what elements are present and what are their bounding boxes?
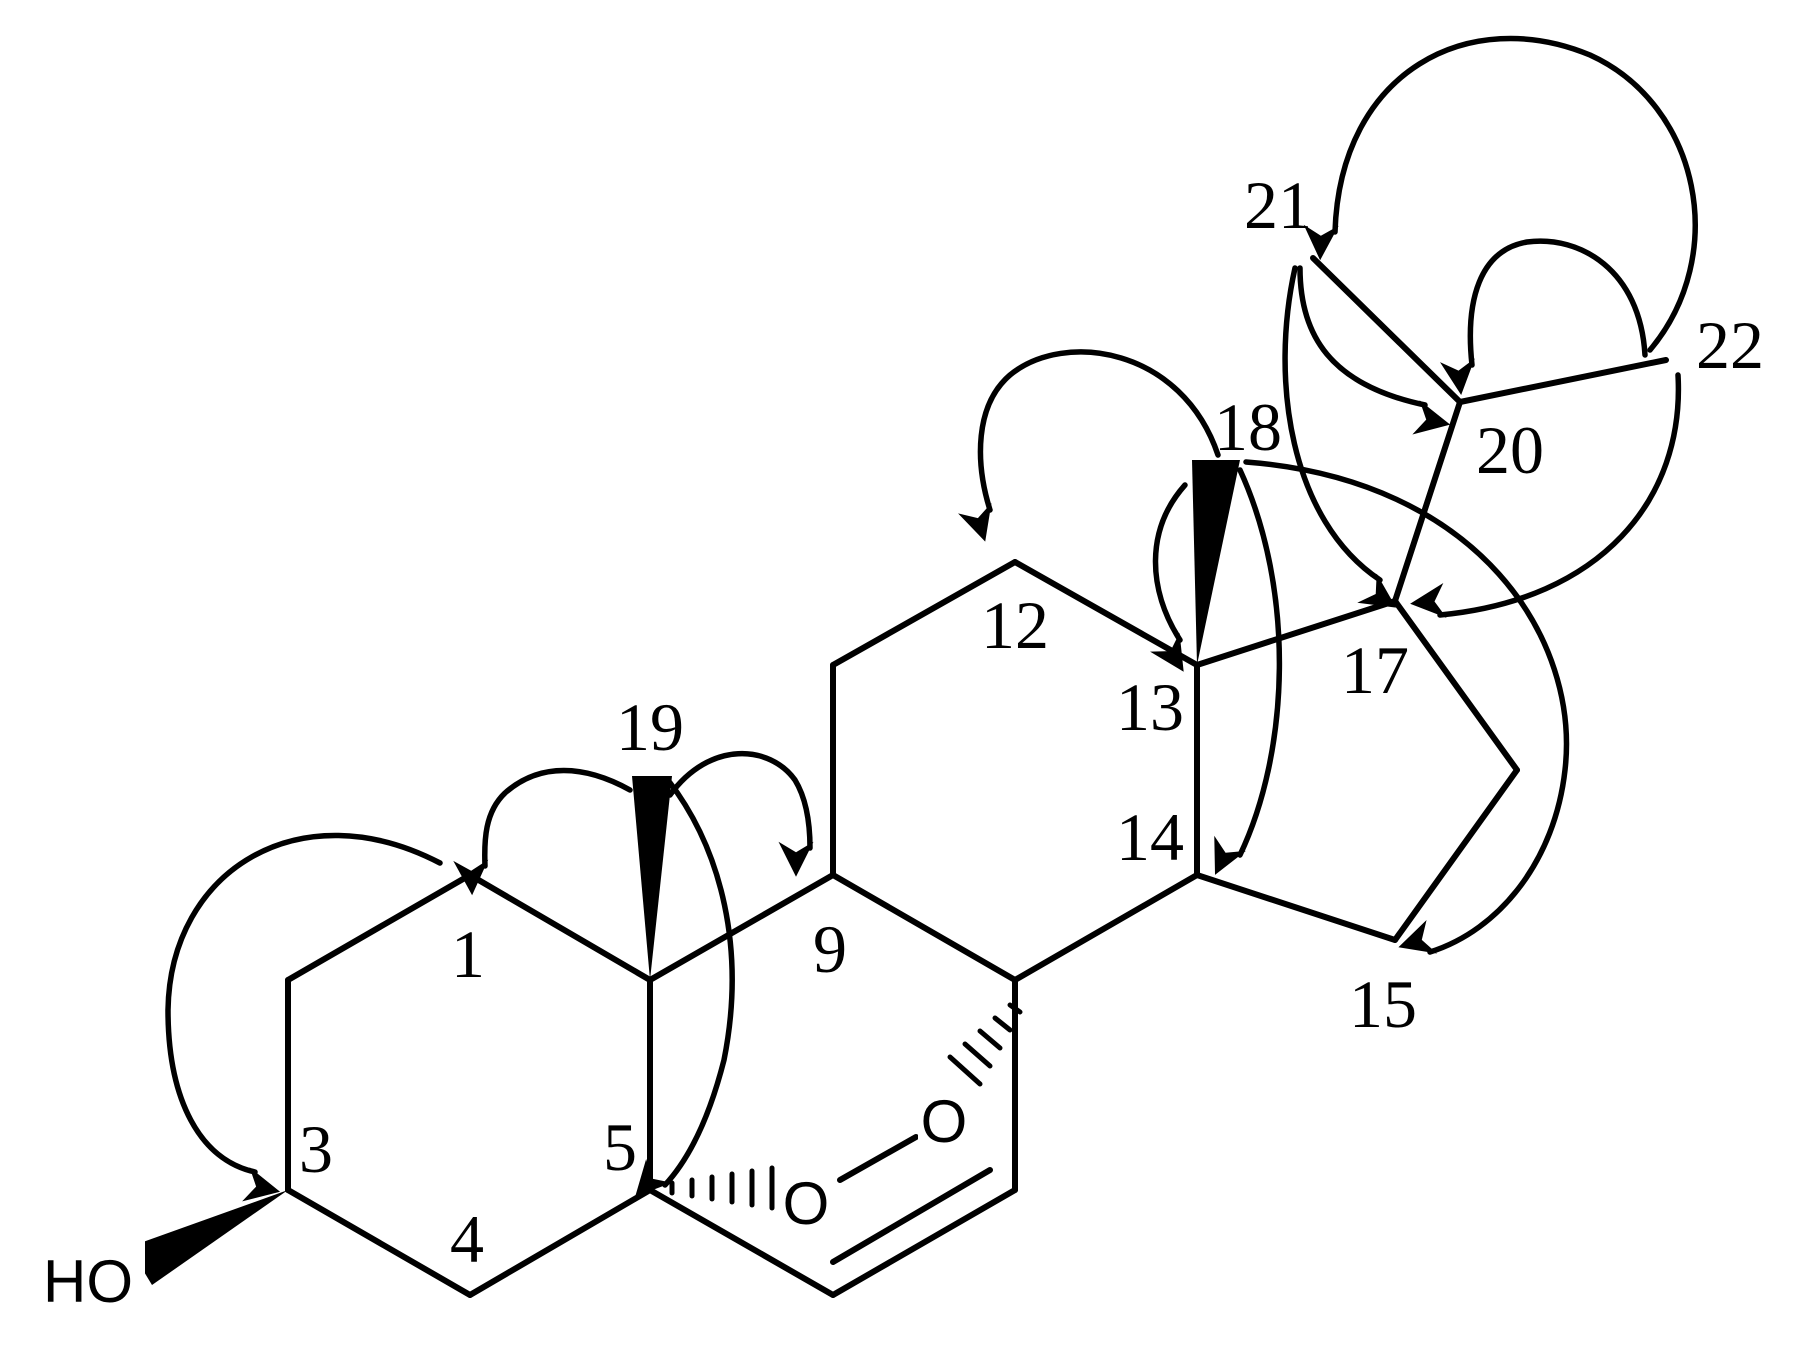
bond-c15-c14 (1194, 872, 1398, 943)
bond-c6-c5 (647, 1187, 836, 1298)
label-c22: 22 (1696, 307, 1764, 383)
hash-c8-o (947, 1002, 1023, 1087)
arrow-c18-to-c15 (1243, 459, 1570, 955)
hash-c5-o (669, 1165, 775, 1211)
wedge-c3-oh (129, 1190, 288, 1285)
label-backgrounds (30, 1088, 970, 1310)
bond-c20-c21 (1310, 255, 1463, 405)
bond-c6-c7-double (830, 1167, 993, 1265)
bond-c1-c2 (285, 872, 473, 983)
arrow-c18-to-c13 (1150, 482, 1188, 672)
label-c18: 18 (1214, 389, 1282, 465)
bond-c14-c8 (1012, 872, 1200, 983)
arrow-c1-to-c3 (165, 832, 443, 1202)
label-c5: 5 (603, 1109, 637, 1185)
label-c17: 17 (1341, 632, 1409, 708)
arrow-c19-to-c1 (453, 767, 633, 896)
label-c12: 12 (981, 587, 1049, 663)
bond-c9-c8 (830, 872, 1018, 983)
label-c20: 20 (1476, 412, 1544, 488)
bond-o-o (837, 1134, 919, 1183)
label-c14: 14 (1116, 799, 1184, 875)
arrow-c22-to-c20 (1440, 238, 1648, 396)
label-c15: 15 (1349, 966, 1417, 1042)
label-oxygen-bottom: O (783, 1170, 830, 1237)
bond-c10-c9 (647, 872, 836, 983)
arrow-c19-to-c5 (635, 777, 735, 1197)
arrow-c19-to-c9 (667, 751, 814, 877)
stereo-bonds (129, 460, 1240, 1285)
bond-c17-c16 (1392, 598, 1520, 773)
arrow-c18-to-c12 (958, 349, 1221, 542)
label-c21: 21 (1244, 167, 1312, 243)
bond-c13-c17 (1194, 598, 1398, 668)
bond-c7-c6 (830, 1187, 1018, 1298)
label-hydroxyl: HO (43, 1248, 133, 1315)
arrow-c21-to-c20 (1297, 265, 1451, 435)
label-c9: 9 (813, 911, 847, 987)
bond-c16-c15 (1392, 767, 1520, 943)
hmbc-correlation-arrows (165, 35, 1698, 1202)
bond-c17-c20 (1392, 399, 1463, 604)
arrow-c21-to-c17 (1282, 265, 1397, 608)
arrow-c22-to-c21 (1303, 35, 1698, 353)
bond-c3-c4 (285, 1187, 473, 1298)
arrow-c18-to-c14 (1214, 467, 1283, 875)
wedge-c13-c18 (1192, 460, 1240, 665)
label-oxygen-top: O (921, 1088, 968, 1155)
bond-c20-c22 (1457, 357, 1669, 405)
arrow-c22-to-c17 (1410, 372, 1682, 618)
atom-labels: 1 3 4 5 9 12 13 14 15 17 18 19 20 21 22 … (43, 167, 1764, 1315)
bond-c10-c1 (467, 872, 653, 983)
label-c19: 19 (616, 689, 684, 765)
bond-c4-c5 (467, 1187, 653, 1298)
label-c1: 1 (451, 916, 485, 992)
label-c13: 13 (1116, 669, 1184, 745)
bond-c11-c12 (830, 559, 1018, 668)
skeleton-bonds (285, 255, 1669, 1298)
label-c3: 3 (299, 1111, 333, 1187)
label-c4: 4 (450, 1201, 484, 1277)
wedge-c10-c19 (632, 776, 672, 980)
